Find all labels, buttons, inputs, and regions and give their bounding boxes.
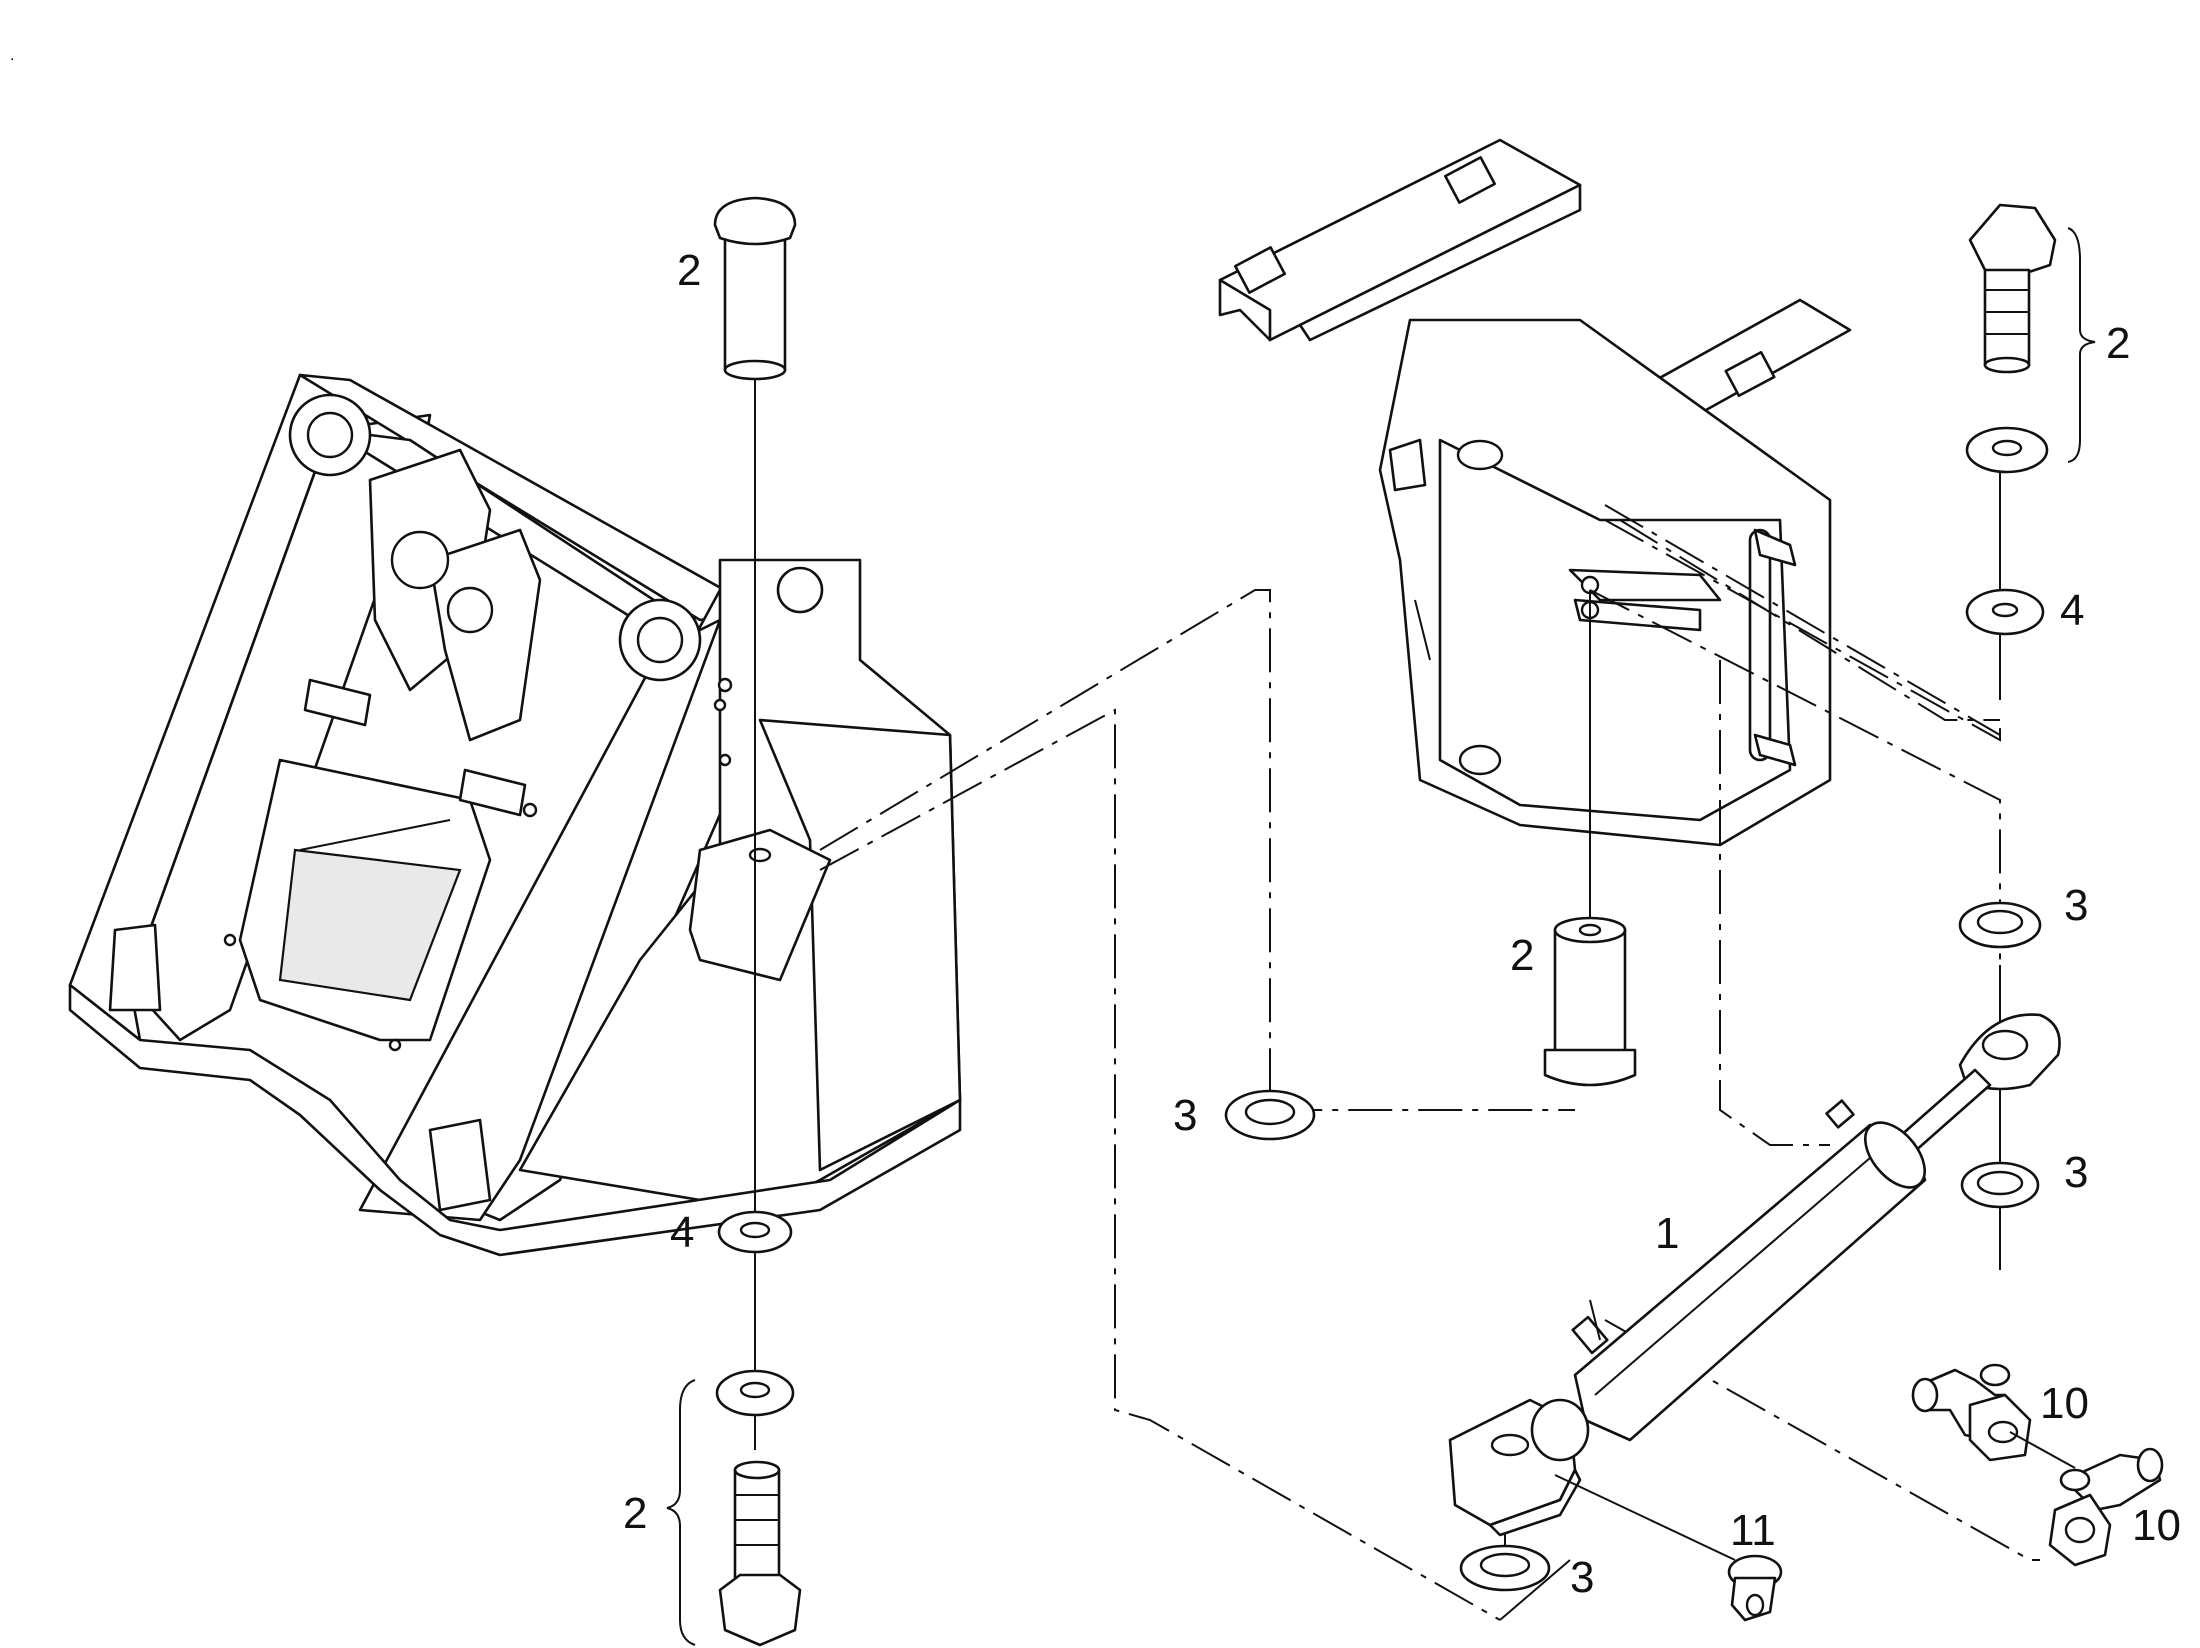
brace-bottom-left — [666, 1379, 696, 1646]
washer-bottom-left — [715, 1369, 795, 1417]
callout-washer-left-center: 3 — [1173, 1091, 1197, 1140]
callout-washer-upper-right: 3 — [2064, 881, 2088, 930]
callout-tee-fitting-upper: 10 — [2040, 1379, 2089, 1428]
washer-upper-right — [1958, 901, 2042, 949]
callout-washer-top-right: 4 — [2060, 586, 2084, 635]
washer-left-center — [1224, 1089, 1316, 1141]
washer-top-right-a — [1965, 426, 2049, 474]
corner-mark: . — [10, 47, 14, 64]
washer-right — [1960, 1161, 2040, 1209]
loader-frame — [68, 373, 962, 1257]
washer-top-right-b — [1965, 588, 2045, 636]
callout-cylinder: 1 — [1655, 1209, 1679, 1258]
chassis-frame — [1218, 138, 1852, 847]
brace-top-right — [2067, 227, 2096, 463]
hydraulic-cylinder — [1448, 1013, 2061, 1537]
callout-grease-nipple: 11 — [1730, 1506, 1776, 1555]
callout-pin-top-left: 2 — [677, 246, 701, 295]
tee-fitting-upper — [1911, 1363, 2032, 1462]
callout-tee-fitting-lower: 10 — [2132, 1501, 2181, 1550]
callout-washer-bottom: 3 — [1570, 1553, 1594, 1602]
pin-center — [1543, 916, 1637, 1087]
callout-pin-center: 2 — [1510, 931, 1534, 980]
callout-washer-left-lower: 4 — [670, 1208, 694, 1257]
bolt-bottom-left — [718, 1460, 802, 1647]
callout-washer-right: 3 — [2064, 1148, 2088, 1197]
assembly-lines — [754, 370, 2040, 1621]
pin-top-left — [713, 196, 797, 381]
bolt-top-right — [1968, 203, 2057, 374]
callout-labels: 2 2 4 2 3 3 3 1 4 2 3 11 10 10 — [623, 246, 2181, 1602]
grease-nipple — [1554, 1474, 1783, 1622]
washer-bottom — [1459, 1544, 1551, 1592]
callout-bolt-top-right: 2 — [2106, 319, 2130, 368]
washer-left-lower — [717, 1210, 793, 1254]
callout-bolt-bottom-left: 2 — [623, 1489, 647, 1538]
tee-fitting-lower — [2048, 1447, 2164, 1567]
